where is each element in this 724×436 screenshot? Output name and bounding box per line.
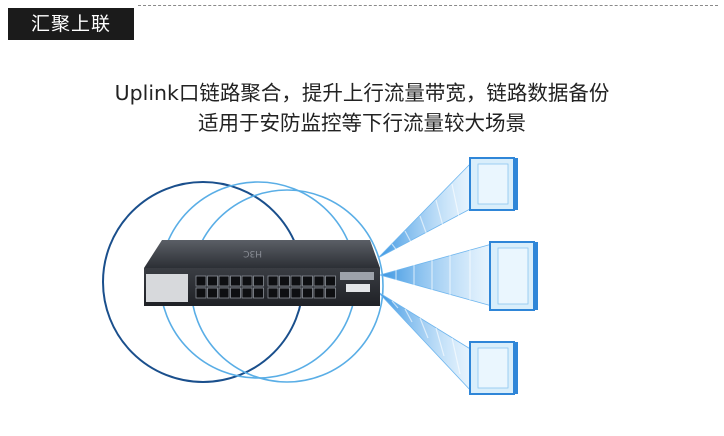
switch-port [279,275,290,287]
switch-brand-logo: H3C [243,248,262,258]
switch-port [195,275,207,287]
beam-middle [379,243,493,307]
switch-port [241,287,253,299]
switch-port [313,287,325,299]
network-switch: H3C [144,240,380,306]
switch-port [230,287,241,299]
switch-port [302,287,313,299]
beam-bottom [377,291,473,393]
switch-port [207,275,218,287]
switch-port [325,275,336,287]
monitor-icon-middle [489,241,538,311]
beam-top [377,161,473,259]
switch-port [218,275,230,287]
switch-port [207,287,218,299]
switch-port [218,287,230,299]
switch-port [313,275,325,287]
switch-top-panel [144,240,380,268]
switch-port [290,275,302,287]
switch-port [279,287,290,299]
switch-port [267,275,279,287]
switch-port [253,275,264,287]
switch-port [325,287,336,299]
switch-port [253,287,264,299]
signal-beams [377,161,493,393]
switch-port [241,275,253,287]
switch-port [195,287,207,299]
section-title-tag: 汇聚上联 [8,8,134,40]
switch-port [230,275,241,287]
switch-port [302,275,313,287]
monitor-icon-bottom [469,341,518,395]
subtitle-line-2: 适用于安防监控等下行流量较大场景 [198,111,526,135]
monitor-icon-top [469,157,518,211]
header-dashed-divider [138,5,718,6]
switch-port [267,287,279,299]
subtitle-line-1: Uplink口链路聚合，提升上行流量带宽，链路数据备份 [114,81,610,105]
switch-port-block [195,275,336,299]
switch-port [290,287,302,299]
